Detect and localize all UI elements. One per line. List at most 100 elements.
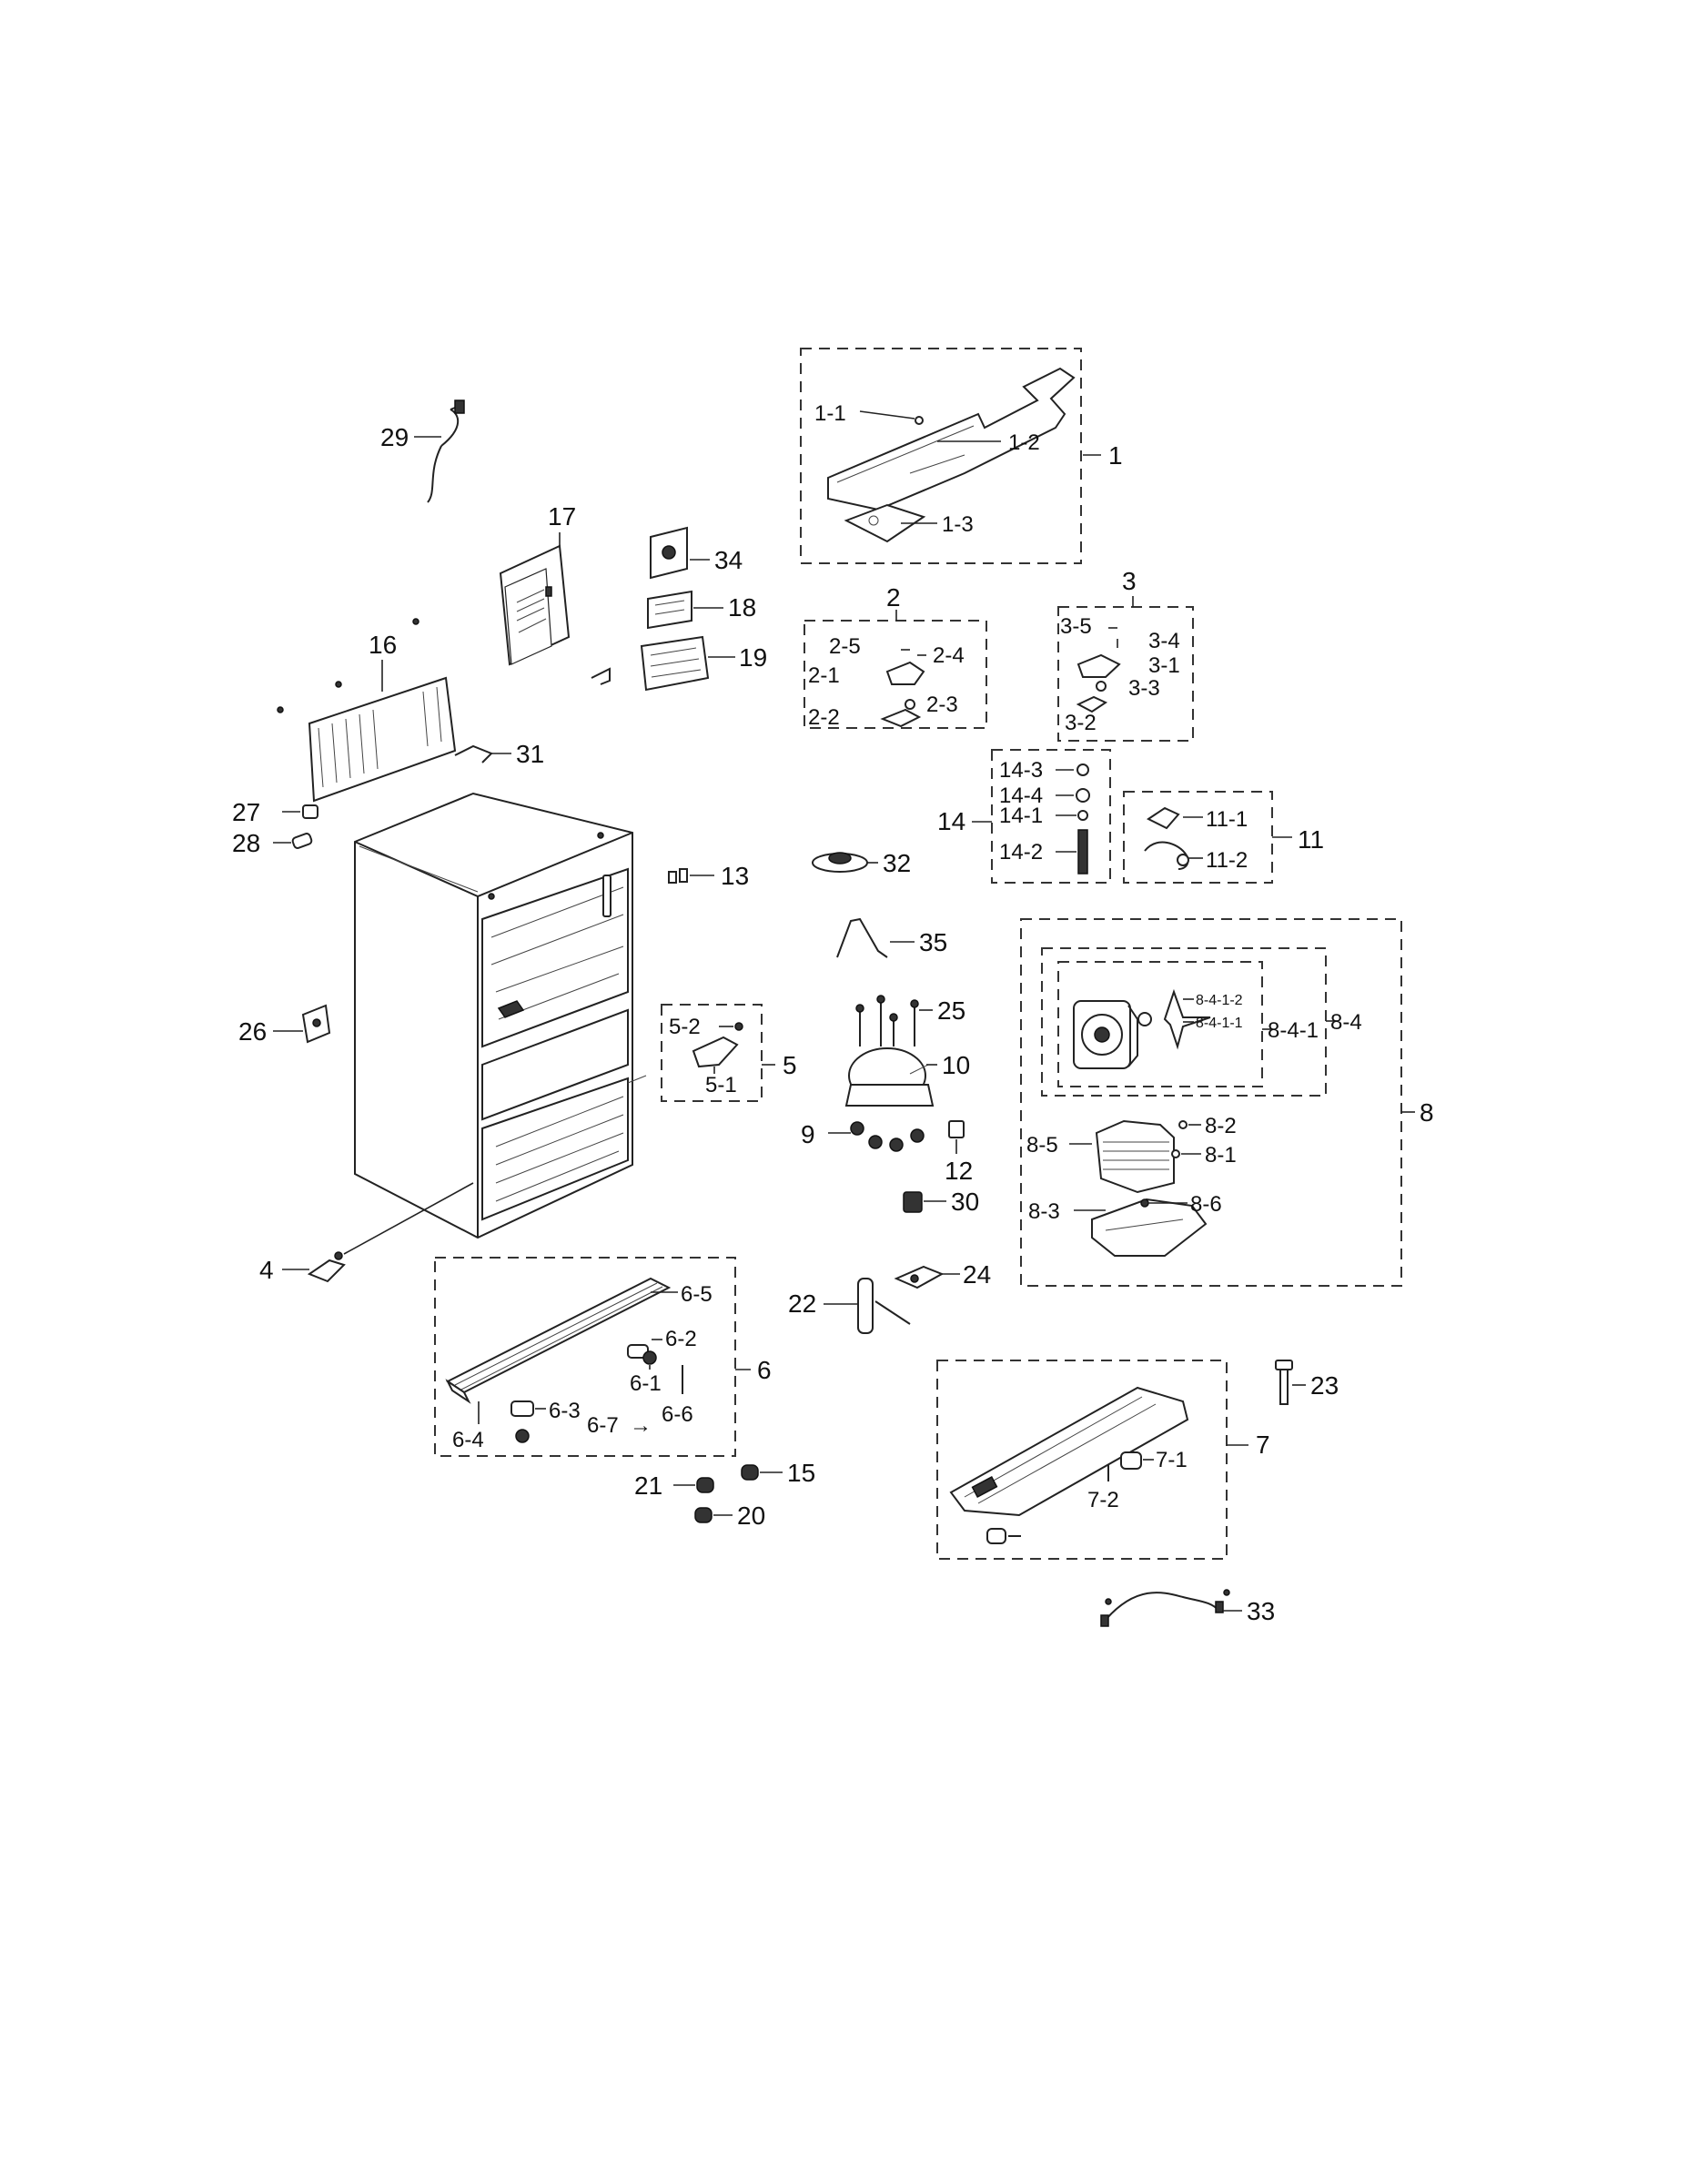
part-27: 27 [232,798,318,826]
part-10-compressor: 25 10 9 [801,995,970,1152]
part-bracket-small [591,667,611,685]
label-2-3: 2-3 [926,693,958,717]
label-7: 7 [1256,1431,1270,1459]
part-17-back-panel: 17 [499,502,576,666]
group-1: 1-1 1-2 1-3 1 [800,348,1123,564]
label-1: 1 [1108,441,1123,470]
part-19-pcb: 19 [640,635,767,692]
label-32: 32 [883,849,911,877]
label-8-4: 8-4 [1330,1010,1362,1035]
part-34-pcb: 34 [650,526,743,580]
label-3-1: 3-1 [1148,653,1180,678]
label-14-3: 14-3 [999,758,1043,783]
group-14: 14-3 14-4 14-1 14-2 14 [937,749,1111,884]
label-6-1: 6-1 [630,1371,662,1396]
label-30: 30 [951,1188,979,1216]
label-2-5: 2-5 [829,634,861,659]
part-8-4-1-1 [1137,1012,1152,1026]
label-2-4: 2-4 [933,643,965,668]
part-6-1-roller [642,1350,657,1365]
label-28: 28 [232,829,260,857]
label-14-4: 14-4 [999,784,1043,808]
part-25-bolt [910,999,919,1008]
label-8-5: 8-5 [1026,1133,1058,1158]
label-11: 11 [1298,825,1324,854]
group-7: 7-1 7-2 7 [936,1360,1270,1560]
label-18: 18 [728,593,756,622]
part-11-1-clip [1147,806,1180,830]
part-22-filter: 22 [788,1278,911,1334]
label-9: 9 [801,1120,815,1148]
label-14-2: 14-2 [999,840,1043,864]
group-8-4-1-box [1057,961,1263,1087]
label-8-4-1: 8-4-1 [1268,1018,1319,1043]
label-6-4: 6-4 [452,1428,484,1452]
group-3: 3-5 3-4 3-1 3-3 3-2 3 [1057,567,1194,742]
part-30: 30 [903,1188,979,1216]
part-7-1-spacer [1120,1451,1142,1470]
part-8-5-evaporator [1095,1119,1175,1194]
label-5-1: 5-1 [705,1073,737,1097]
label-3-4: 3-4 [1148,629,1180,653]
part-2-1-hinge [885,661,925,685]
part-4: 4 [259,1182,474,1284]
part-24-valve: 24 [894,1260,991,1289]
part-32: 32 [812,849,911,877]
part-14-4 [1076,788,1090,803]
label-11-1: 11-1 [1206,807,1248,832]
label-11-2: 11-2 [1206,848,1248,873]
label-19: 19 [739,643,767,672]
group-6-box [434,1257,736,1457]
part-21: 21 [634,1471,714,1500]
label-10: 10 [942,1051,970,1079]
label-2-1: 2-1 [808,663,840,688]
guide-dash [627,1075,647,1084]
part-5-2-screw [734,1022,743,1031]
group-11: 11-1 11-2 11 [1123,791,1324,884]
group-5-box [661,1004,763,1102]
label-6-7: 6-7 [587,1413,619,1438]
part-18-pcb: 18 [647,590,756,630]
part-8-4-1-2-blade [1163,988,1211,1050]
part-7-cover-plate [949,1386,1189,1517]
label-25: 25 [937,996,965,1025]
label-5: 5 [783,1051,797,1079]
label-35: 35 [919,928,947,956]
part-3-3-washer [1096,681,1107,692]
label-7-2: 7-2 [1087,1488,1119,1512]
label-6: 6 [757,1356,772,1384]
label-16: 16 [369,631,397,659]
group-6: 6-5 6-2 6-1 6-3 6-6 6-7 → 6-4 6 [434,1257,772,1457]
part-8-1-screw [1171,1149,1180,1158]
part-1-1-screw [915,416,924,425]
part-11-2-wire [1144,841,1189,870]
label-6-3: 6-3 [549,1399,581,1423]
part-9-grommet [850,1121,864,1136]
part-14-1 [1077,810,1088,821]
label-2-2: 2-2 [808,705,840,730]
label-21: 21 [634,1471,662,1500]
label-6-5: 6-5 [681,1282,713,1307]
label-33: 33 [1247,1597,1275,1625]
part-3-2-hinge-base [1076,695,1108,713]
group-14-box [991,749,1111,884]
svg-text:→: → [630,1413,652,1438]
label-24: 24 [963,1260,991,1289]
label-3-5: 3-5 [1060,614,1092,639]
part-33-harness: 33 [1100,1589,1275,1627]
part-2-3-washer [905,699,915,710]
label-8: 8 [1420,1098,1434,1127]
label-3: 3 [1122,567,1137,595]
group-8-box [1020,918,1402,1287]
label-23: 23 [1310,1371,1339,1400]
part-20: 20 [694,1502,765,1530]
label-29: 29 [380,423,409,451]
label-13: 13 [721,862,749,890]
label-31: 31 [516,740,544,768]
group-5: 5-2 5-1 5 [661,1004,797,1102]
label-8-3: 8-3 [1028,1199,1060,1224]
part-29-power-cord: 29 [380,399,465,503]
group-2: 2-5 2-4 2-1 2-3 2-2 2 [804,583,987,730]
label-12: 12 [945,1157,973,1185]
part-14-3 [1076,763,1089,776]
